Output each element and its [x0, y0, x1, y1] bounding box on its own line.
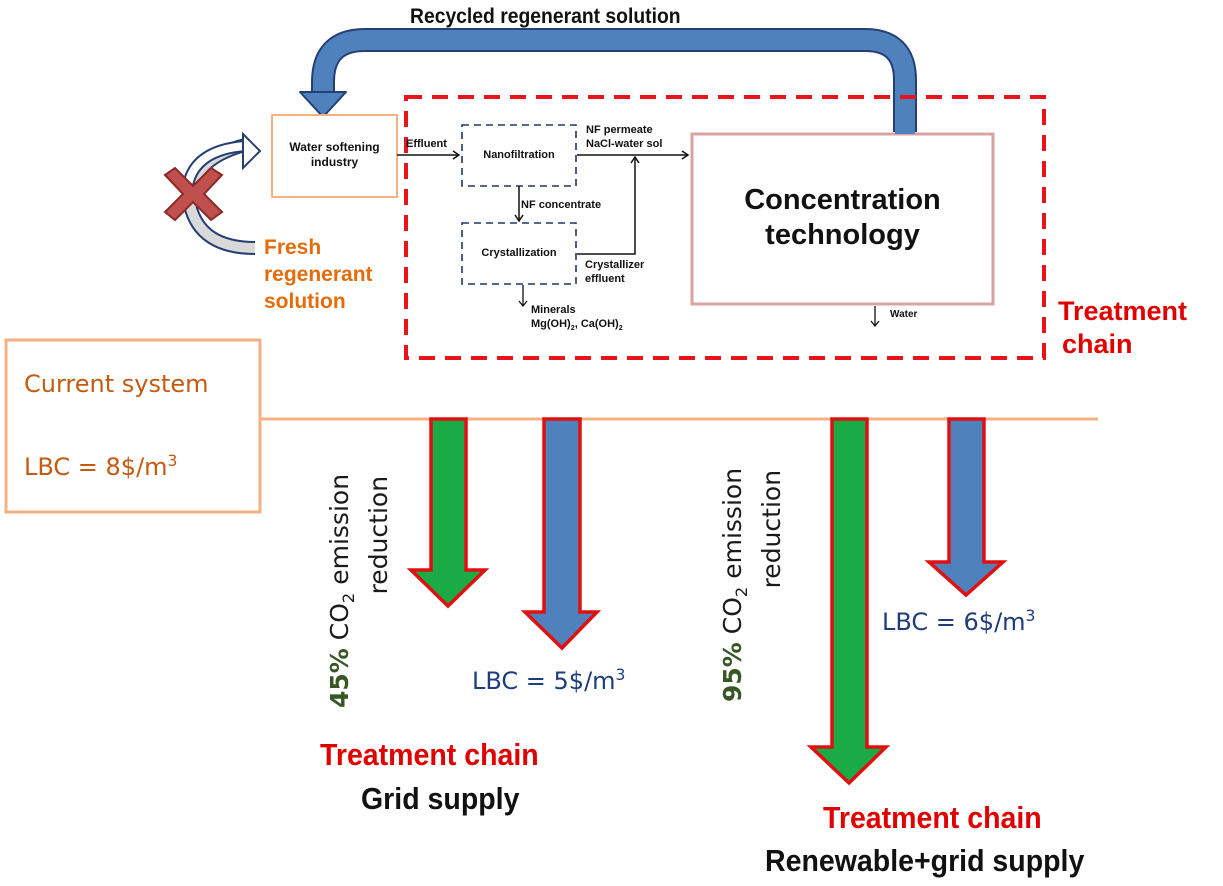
nanofiltration-label: Nanofiltration — [483, 149, 555, 161]
minerals-label: Minerals Mg(OH)2, Ca(OH)2 — [531, 303, 623, 335]
lbc-grid-sup: 3 — [615, 666, 626, 684]
co2-reduction-label-grid: 45% CO2 emission reduction — [325, 474, 394, 708]
crystallization-box — [461, 222, 577, 285]
lbc-label-renewable: LBC = 6$/m3 — [882, 607, 1035, 636]
nf-permeate-arrow — [577, 150, 690, 160]
current-system-box — [4, 338, 262, 514]
treatment-chain-line1: Treatment — [1058, 296, 1188, 326]
treatment-chain-label: Treatment chain — [1058, 295, 1187, 361]
lbc-reduction-arrow-renewable — [924, 417, 1008, 598]
water-softening-label: Water softening industry — [272, 140, 397, 170]
effluent-arrow — [397, 150, 461, 160]
caoh-sub: 2 — [618, 324, 623, 333]
co2-grid-text-a: CO — [325, 603, 354, 649]
co2-ren-pct: 95% — [718, 642, 747, 702]
water-softening-line1: Water softening — [289, 140, 380, 154]
current-lbc-sup: 3 — [167, 452, 178, 470]
scenario-renewable-title: Treatment chain — [823, 800, 1042, 835]
co2-grid-line1: 45% CO2 emission — [325, 474, 364, 708]
recycled-regenerant-label: Recycled regenerant solution — [410, 5, 681, 28]
caoh-text: , Ca(OH) — [574, 318, 619, 330]
co2-grid-sub: 2 — [339, 592, 358, 604]
nf-permeate-label: NF permeate NaCl-water sol — [586, 123, 662, 151]
scenario-grid-title: Treatment chain — [320, 737, 539, 772]
concentration-technology-box — [690, 132, 995, 306]
co2-reduction-label-renewable: 95% CO2 emission reduction — [718, 468, 787, 702]
crystallizer-effluent-arrow — [577, 155, 640, 255]
nf-concentrate-label: NF concentrate — [521, 199, 602, 211]
co2-grid-text-b: emission — [325, 473, 354, 593]
scenario-renewable-subtitle: Renewable+grid supply — [765, 843, 1085, 878]
fresh-regenerant-label: Fresh regenerant solution — [264, 234, 373, 315]
lbc-ren-sup: 3 — [1025, 607, 1036, 625]
effluent-label: Effluent — [406, 138, 447, 150]
co2-grid-line2: reduction — [364, 475, 393, 595]
water-softening-box — [271, 114, 398, 198]
co2-grid-pct: 45% — [325, 648, 354, 708]
water-arrow — [870, 306, 880, 328]
co2-ren-line1: 95% CO2 emission — [718, 468, 757, 702]
nf-permeate-line1: NF permeate — [586, 124, 653, 136]
current-system-title: Current system — [24, 370, 209, 398]
mgoh-text: Mg(OH) — [531, 318, 571, 330]
current-system-lbc: LBC = 8$/m3 — [24, 452, 177, 481]
treatment-chain-line2: chain — [1062, 329, 1133, 359]
crystallizer-effluent-line2: effluent — [585, 273, 625, 285]
co2-reduction-arrow-renewable — [806, 417, 891, 786]
current-lbc-text: LBC = 8$/m — [24, 453, 168, 481]
lbc-label-grid: LBC = 5$/m3 — [472, 666, 625, 695]
concentration-line2: technology — [765, 219, 920, 251]
fresh-line1: Fresh — [264, 236, 322, 259]
concentration-technology-label: Concentration technology — [692, 183, 993, 253]
lbc-ren-text: LBC = 6$/m — [882, 608, 1026, 636]
lbc-grid-text: LBC = 5$/m — [472, 667, 616, 695]
mgoh-sub: 2 — [570, 324, 575, 333]
cross-icon — [163, 166, 224, 222]
concentration-line1: Concentration — [744, 184, 941, 216]
minerals-line1: Minerals — [531, 304, 576, 316]
minerals-line2: Mg(OH)2, Ca(OH)2 — [531, 317, 623, 335]
crystallizer-effluent-label: Crystallizer effluent — [585, 258, 644, 286]
water-label: Water — [890, 309, 918, 320]
co2-ren-text-a: CO — [718, 597, 747, 643]
crystallizer-effluent-line1: Crystallizer — [585, 259, 645, 271]
recycled-loop-arrow — [299, 28, 917, 132]
co2-ren-sub: 2 — [732, 586, 751, 598]
nf-permeate-line2: NaCl-water sol — [586, 138, 663, 150]
water-softening-line2: industry — [310, 155, 359, 169]
minerals-arrow — [518, 285, 528, 308]
nf-concentrate-arrow — [514, 186, 524, 223]
fresh-line2: regenerant — [264, 263, 373, 286]
co2-ren-line2: reduction — [757, 469, 786, 589]
crystallization-label: Crystallization — [481, 247, 557, 259]
scenario-grid-subtitle: Grid supply — [361, 781, 520, 816]
co2-ren-text-b: emission — [718, 467, 747, 587]
treatment-chain-box — [404, 95, 1046, 360]
lbc-reduction-arrow-grid — [520, 417, 602, 651]
fresh-line3: solution — [264, 290, 346, 313]
co2-reduction-arrow-grid — [406, 417, 490, 609]
